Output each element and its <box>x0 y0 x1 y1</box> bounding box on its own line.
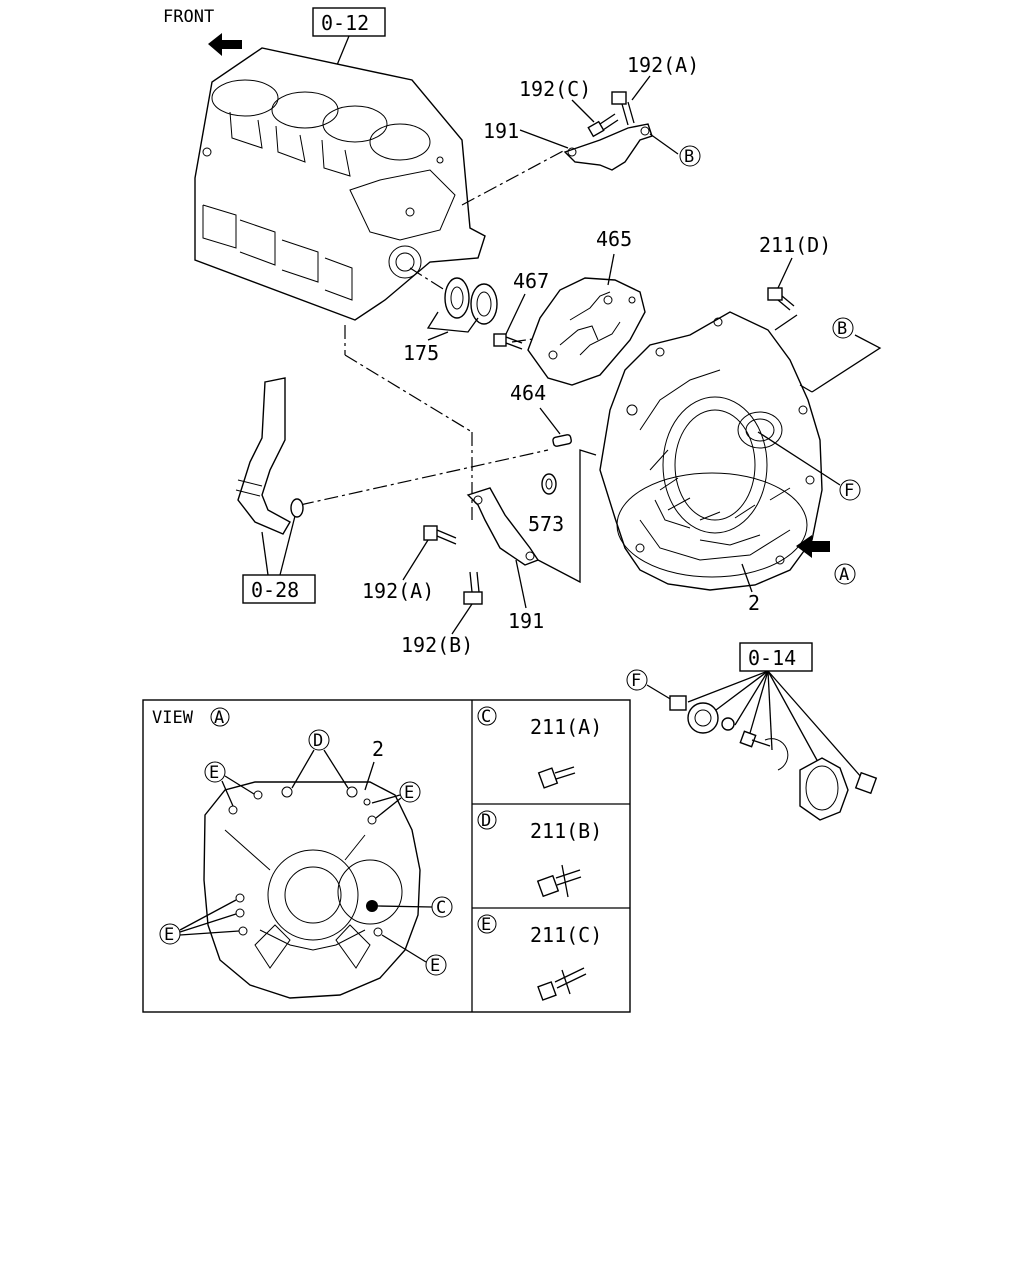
svg-text:D: D <box>481 811 491 831</box>
svg-text:E: E <box>430 956 440 976</box>
svg-text:E: E <box>164 925 174 945</box>
svg-text:C: C <box>481 707 491 727</box>
callout-191-top: 191 <box>483 119 519 143</box>
legend-row-c: C 211(A) <box>477 706 602 789</box>
svg-text:0-12: 0-12 <box>321 11 369 35</box>
marker-a-housing: A <box>834 563 856 585</box>
front-arrow-icon <box>208 33 242 56</box>
view-a-arrow-icon <box>796 535 830 558</box>
view-marker-c: C <box>377 896 453 918</box>
drive-gear-icon <box>669 695 789 771</box>
svg-text:B: B <box>837 319 847 339</box>
view-a-title-marker: A <box>210 707 230 728</box>
callout-192c: 192(C) <box>519 77 591 101</box>
svg-text:211(A): 211(A) <box>530 715 602 739</box>
svg-text:D: D <box>313 731 323 751</box>
bolt-211d-icon <box>767 287 795 311</box>
bolt-467-icon <box>493 333 523 350</box>
callout-housing-2: 2 <box>748 591 760 615</box>
hose-assembly <box>235 377 304 535</box>
svg-text:A: A <box>214 708 224 728</box>
svg-text:E: E <box>481 915 491 935</box>
upper-bracket <box>563 123 653 171</box>
oil-seal <box>426 277 498 333</box>
marker-b-upper: B <box>679 145 701 167</box>
bolt-192a-low-icon <box>423 525 457 545</box>
callout-192a-low: 192(A) <box>362 579 434 603</box>
flywheel-housing <box>599 311 823 591</box>
callout-191-low: 191 <box>508 609 544 633</box>
view-a-title: VIEW <box>152 708 194 728</box>
svg-text:0-14: 0-14 <box>748 646 796 670</box>
svg-text:F: F <box>631 671 641 691</box>
o-ring-573-icon <box>541 473 557 495</box>
svg-text:B: B <box>684 147 694 167</box>
ref-box-pump: 0-14 <box>687 642 863 779</box>
view-marker-e-top-right: E <box>371 781 421 819</box>
lower-bracket <box>466 449 597 584</box>
callout-465: 465 <box>596 227 632 251</box>
ref-box-block: 0-12 <box>312 7 386 83</box>
callout-467: 467 <box>513 269 549 293</box>
callout-464: 464 <box>510 381 546 405</box>
svg-text:211(C): 211(C) <box>530 923 602 947</box>
view-a-housing-label: 2 <box>372 737 384 761</box>
view-marker-e-left: E <box>159 899 240 945</box>
view-a-housing-outline <box>203 781 421 999</box>
front-label: FRONT <box>163 7 214 27</box>
svg-text:C: C <box>436 898 446 918</box>
dowel-pin-464-icon <box>552 434 572 447</box>
view-marker-e-bottom: E <box>381 934 447 976</box>
view-marker-e-top-left: E <box>204 761 255 807</box>
svg-text:211(B): 211(B) <box>530 819 602 843</box>
bolt-211b-icon <box>536 864 582 898</box>
callout-211d: 211(D) <box>759 233 831 257</box>
view-marker-d: D <box>291 729 349 789</box>
callout-573: 573 <box>528 512 564 536</box>
legend-row-e: E 211(C) <box>477 914 602 1001</box>
legend-row-d: D 211(B) <box>477 810 602 898</box>
callout-175: 175 <box>403 341 439 365</box>
svg-text:0-28: 0-28 <box>251 578 299 602</box>
bolt-192a-top-icon <box>611 91 635 126</box>
pump-body-icon <box>799 757 878 821</box>
ref-box-hose: 0-28 <box>242 515 316 604</box>
cylinder-block <box>194 47 486 321</box>
svg-text:E: E <box>404 783 414 803</box>
bolt-192b-icon <box>463 571 483 605</box>
svg-text:A: A <box>839 565 849 585</box>
marker-b-housing: B <box>799 317 882 393</box>
marker-f-housing: F <box>757 431 861 501</box>
svg-text:E: E <box>209 763 219 783</box>
bolt-192c-icon <box>587 113 619 138</box>
bolt-211c-icon <box>537 967 587 1001</box>
cover-plate <box>527 277 646 386</box>
bolt-211a-icon <box>537 766 576 789</box>
marker-f-pump: F <box>626 669 673 701</box>
callout-192b: 192(B) <box>401 633 473 657</box>
callout-192a-top: 192(A) <box>627 53 699 77</box>
svg-text:F: F <box>844 481 854 501</box>
